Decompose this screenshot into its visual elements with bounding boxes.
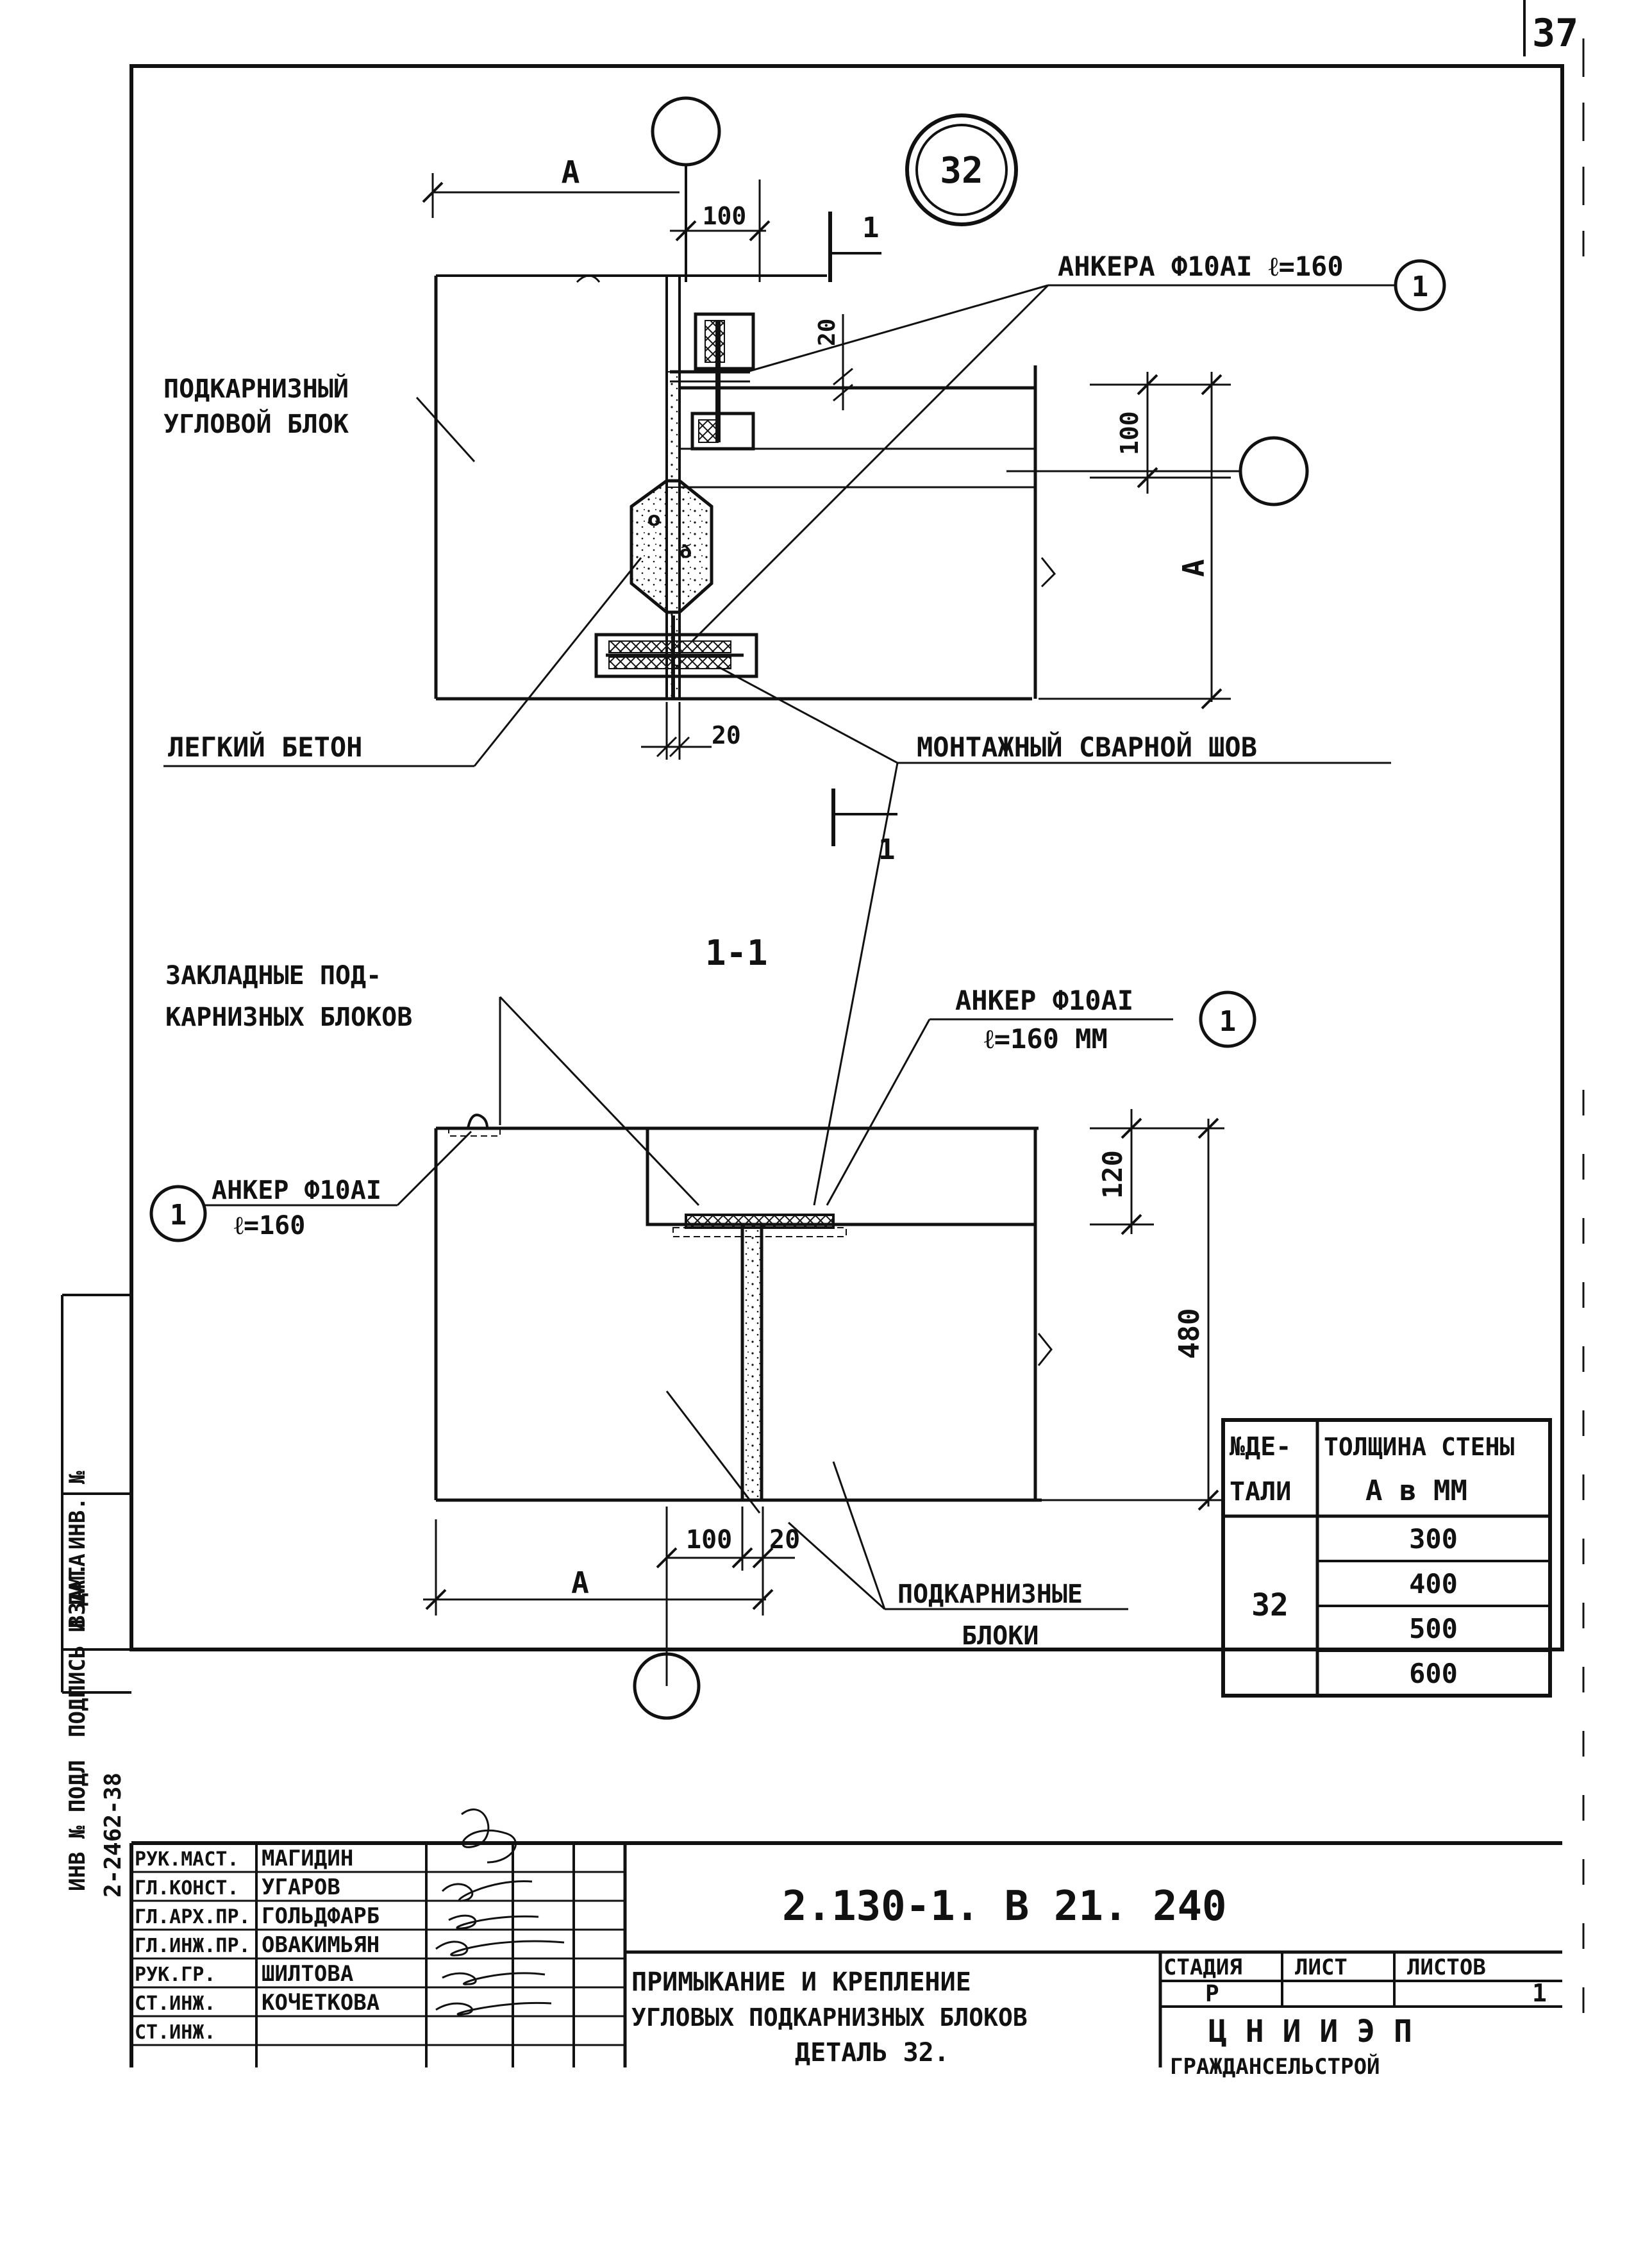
label-blocks-1: ПОДКАРНИЗНЫЕ: [897, 1580, 1083, 1609]
table-header-col1-1: №ДЕ-: [1230, 1432, 1291, 1462]
table-value: 300: [1409, 1523, 1458, 1555]
dim-100-bottom: 100: [686, 1525, 732, 1555]
role: ГЛ.КОНСТ.: [135, 1877, 239, 1900]
axis-circle-bottom: [633, 1652, 701, 1720]
label-embedded-1: ЗАКЛАДНЫЕ ПОД-: [165, 961, 381, 990]
dim-100-vertical: 100: [1115, 411, 1144, 455]
table-value: 600: [1409, 1658, 1458, 1689]
label-light-concrete: ЛЕГКИЙ БЕТОН: [168, 731, 362, 763]
joint-concrete: [740, 1223, 763, 1502]
vzam-label: ВЗАМ. ИНВ. №: [65, 1471, 90, 1628]
table-value: 500: [1409, 1613, 1458, 1644]
note-circle: [1394, 259, 1446, 312]
role: СТ.ИНЖ.: [135, 1992, 215, 2015]
page-number: 37: [1532, 11, 1578, 56]
name: МАГИДИН: [262, 1846, 353, 1871]
side-strip: ИНВ № ПОДЛ ПОДПИСЬ И ДАТА ВЗАМ. ИНВ. № 2…: [61, 1294, 131, 1898]
note-circle-number: 1: [170, 1199, 187, 1232]
sheet-frame: [129, 64, 1564, 1651]
name: ШИЛТОВА: [262, 1961, 353, 1987]
sign-label: ПОДПИСЬ И ДАТА: [65, 1553, 90, 1737]
concrete-mark: ð: [680, 541, 692, 562]
light-concrete-fill: [630, 479, 713, 614]
label-anchor-mid-2: ℓ=160 ММ: [984, 1023, 1108, 1055]
axis-circle-top: [651, 96, 721, 167]
sheet-header: ЛИСТ: [1295, 1955, 1347, 1980]
table-header-col2-1: ТОЛЩИНА СТЕНЫ: [1324, 1433, 1515, 1461]
dim-a-vertical: A: [1176, 559, 1211, 577]
stage-value: Р: [1205, 1981, 1219, 2007]
title-line-2: УГЛОВЫХ ПОДКАРНИЗНЫХ БЛОКОВ: [631, 2003, 1028, 2032]
role: РУК.МАСТ.: [135, 1848, 239, 1871]
note-circle-number: 1: [1412, 271, 1429, 303]
section-view: 1-1 ЗАКЛАДНЫЕ ПОД- КАРНИЗНЫХ БЛОКОВ АНКЕ…: [149, 933, 1256, 1720]
role: ГЛ.АРХ.ПР.: [135, 1906, 251, 1928]
dim-a-bottom: A: [571, 1566, 589, 1600]
detail-number: 32: [940, 150, 983, 192]
table-detail: 32: [1251, 1587, 1289, 1623]
label-corner-block-2: УГЛОВОЙ БЛОК: [163, 408, 349, 439]
drawing-code: 2.130-1. В 21. 240: [782, 1883, 1227, 1930]
thickness-table: №ДЕ- ТАЛИ ТОЛЩИНА СТЕНЫ А в ММ 32 300 40…: [1221, 1418, 1552, 1698]
name: ОВАКИМЬЯН: [262, 1932, 380, 1958]
label-anchors-top: АНКЕРА Ф10АI ℓ=160: [1058, 251, 1344, 282]
dim-120: 120: [1097, 1150, 1128, 1199]
plan-view: 32 A 100 1 о ð: [163, 96, 1446, 1206]
note-circle: [1199, 990, 1256, 1048]
label-anchor-left-1: АНКЕР Ф10АI: [212, 1176, 381, 1205]
table-header-col2-2: А в ММ: [1365, 1474, 1467, 1507]
role: ГЛ.ИНЖ.ПР.: [135, 1935, 251, 1957]
label-blocks-2: БЛОКИ: [962, 1621, 1039, 1651]
dim-20-bottom: 20: [712, 721, 741, 749]
name: КОЧЕТКОВА: [262, 1990, 380, 2016]
signatures: [435, 1808, 565, 2016]
dim-100-top: 100: [703, 202, 747, 230]
inv-label: ИНВ № ПОДЛ: [65, 1760, 90, 1891]
axis-circle-right: [1239, 436, 1309, 506]
label-weld-seam: МОНТАЖНЫЙ СВАРНОЙ ШОВ: [917, 731, 1257, 763]
label-embedded-2: КАРНИЗНЫХ БЛОКОВ: [165, 1003, 412, 1032]
title-block: РУК.МАСТ. ГЛ.КОНСТ. ГЛ.АРХ.ПР. ГЛ.ИНЖ.ПР…: [129, 1808, 1562, 2080]
section-marker-top: 1: [862, 212, 880, 244]
role: СТ.ИНЖ.: [135, 2021, 215, 2044]
detail-circle: [905, 113, 1018, 226]
dim-a-top: A: [562, 154, 580, 190]
title-line-1: ПРИМЫКАНИЕ И КРЕПЛЕНИЕ: [631, 1967, 971, 1997]
dim-20-section: 20: [769, 1525, 800, 1555]
concrete-mark: о: [647, 508, 661, 531]
note-circle-number: 1: [1219, 1005, 1237, 1038]
table-value: 400: [1409, 1568, 1458, 1599]
section-title: 1-1: [705, 933, 768, 973]
note-circle: [149, 1185, 207, 1242]
dim-480: 480: [1173, 1308, 1206, 1359]
label-anchor-left-2: ℓ=160: [234, 1211, 305, 1240]
label-anchor-mid-1: АНКЕР Ф10АI: [955, 985, 1133, 1016]
org-line-2: ГРАЖДАНСЕЛЬСТРОЙ: [1170, 2053, 1380, 2080]
stage-header: СТАДИЯ: [1164, 1955, 1242, 1980]
sheets-value: 1: [1532, 1979, 1547, 2007]
table-header-col1-2: ТАЛИ: [1230, 1477, 1291, 1507]
title-line-3: ДЕТАЛЬ 32.: [795, 2038, 949, 2067]
label-corner-block-1: ПОДКАРНИЗНЫЙ: [163, 373, 349, 404]
name: ГОЛЬДФАРБ: [262, 1903, 380, 1929]
dim-20-vertical: 20: [814, 319, 840, 346]
sheets-header: ЛИСТОВ: [1407, 1955, 1486, 1980]
inv-value: 2-2462-38: [100, 1773, 126, 1898]
role: РУК.ГР.: [135, 1964, 215, 1986]
org-line-1: Ц Н И И Э П: [1208, 2014, 1412, 2050]
name: УГАРОВ: [262, 1875, 340, 1900]
